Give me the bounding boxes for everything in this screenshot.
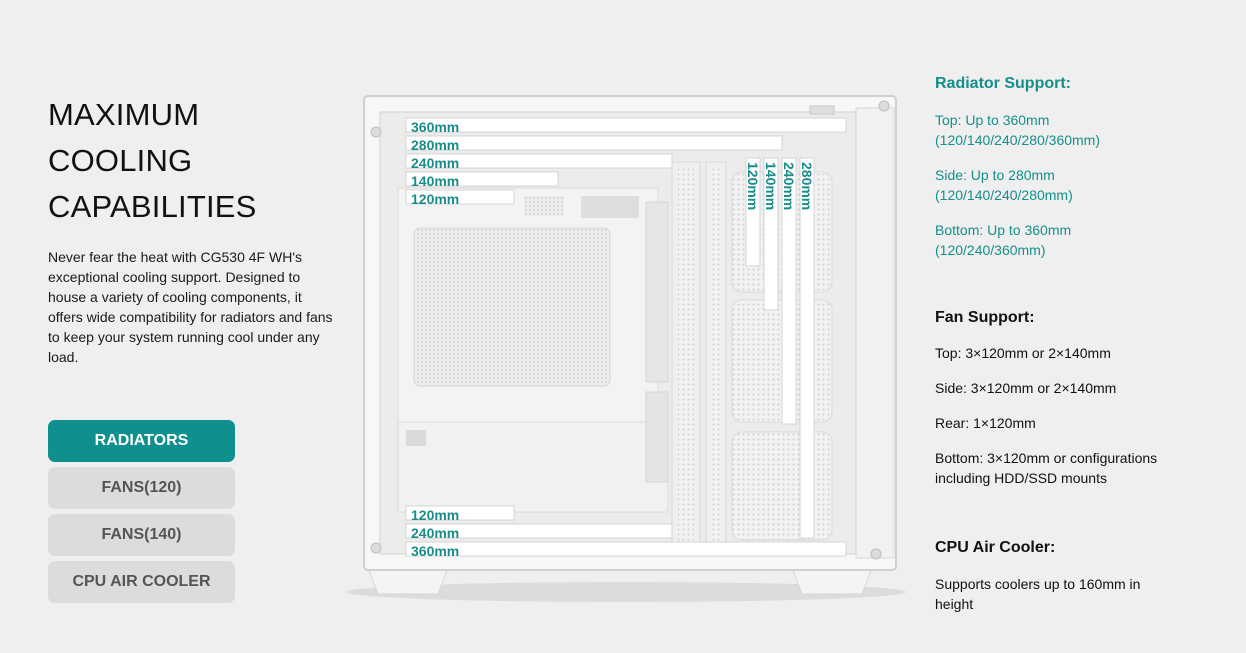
fan-side: Side: 3×120mm or 2×140mm — [935, 380, 1117, 396]
bottom-bar-label-240: 240mm — [411, 525, 460, 541]
top-bar-label-240: 240mm — [411, 155, 460, 171]
top-bar-label-280: 280mm — [411, 137, 460, 153]
top-bar-label-360: 360mm — [411, 119, 460, 135]
tab-fans-140[interactable]: FANS(140) — [48, 514, 235, 556]
cooling-tabs: RADIATORS FANS(120) FANS(140) CPU AIR CO… — [48, 420, 235, 608]
fan-bottom-line-1: Bottom: 3×120mm or configurations — [935, 450, 1158, 466]
top-bar-label-120: 120mm — [411, 191, 460, 207]
side-bar-label-240: 240mm — [781, 162, 797, 211]
radiator-side-line-1: Side: Up to 280mm — [935, 167, 1055, 183]
tab-fans-120[interactable]: FANS(120) — [48, 467, 235, 509]
bottom-bar-label-360: 360mm — [411, 543, 460, 559]
fan-bottom-line-2: including HDD/SSD mounts — [935, 470, 1107, 486]
radiator-side-line-2: (120/140/240/280mm) — [935, 187, 1073, 203]
tab-radiators[interactable]: RADIATORS — [48, 420, 235, 462]
top-bar-label-140: 140mm — [411, 173, 460, 189]
intro-text: Never fear the heat with CG530 4F WH's e… — [48, 249, 333, 365]
fan-top: Top: 3×120mm or 2×140mm — [935, 345, 1111, 361]
radiator-support-title: Radiator Support: — [935, 75, 1071, 92]
side-bar-label-120: 120mm — [745, 162, 761, 211]
radiator-bottom-line-2: (120/240/360mm) — [935, 242, 1046, 258]
fan-support-title: Fan Support: — [935, 309, 1035, 326]
radiator-top-line-1: Top: Up to 360mm — [935, 112, 1050, 128]
title-line-1: MAXIMUM — [48, 97, 200, 132]
cpu-cooler-line-1: Supports coolers up to 160mm in — [935, 576, 1141, 592]
side-bar-label-140: 140mm — [763, 162, 779, 211]
radiator-bottom-line-1: Bottom: Up to 360mm — [935, 222, 1072, 238]
case-diagram: 360mm 280mm 240mm 140mm 120mm 120mm 140m… — [336, 92, 910, 606]
case-illustration — [346, 95, 906, 602]
bottom-bar-label-120: 120mm — [411, 507, 460, 523]
title-line-3: CAPABILITIES — [48, 189, 257, 224]
title-line-2: COOLING — [48, 143, 193, 178]
cpu-air-cooler-title: CPU Air Cooler: — [935, 539, 1056, 556]
fan-rear: Rear: 1×120mm — [935, 415, 1036, 431]
side-bar-label-280: 280mm — [799, 162, 815, 211]
specs-panel: Radiator Support: Top: Up to 360mm (120/… — [935, 74, 1225, 614]
radiator-top-line-2: (120/140/240/280/360mm) — [935, 132, 1100, 148]
page-title: MAXIMUM COOLING CAPABILITIES — [48, 92, 328, 230]
cpu-cooler-line-2: height — [935, 596, 974, 612]
tab-cpu-air-cooler[interactable]: CPU AIR COOLER — [48, 561, 235, 603]
